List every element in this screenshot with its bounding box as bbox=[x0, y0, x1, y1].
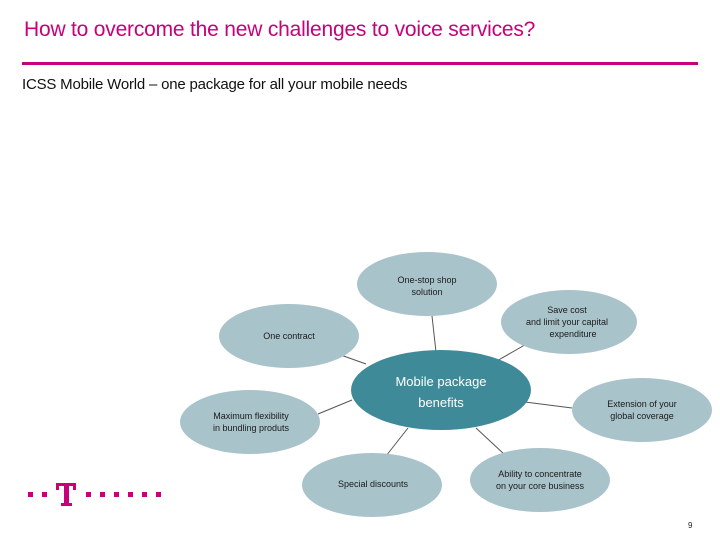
node-save-cost: Save cost and limit your capital expendi… bbox=[501, 290, 637, 354]
node-special-discounts: Special discounts bbox=[302, 453, 442, 517]
node-one-contract: One contract bbox=[219, 304, 359, 368]
node-one-stop-shop: One-stop shop solution bbox=[357, 252, 497, 316]
center-label-line: Mobile package bbox=[395, 374, 486, 389]
node-extension: Extension of your global coverage bbox=[572, 378, 712, 442]
title-divider bbox=[22, 62, 698, 65]
node-label-line: Maximum flexibility bbox=[213, 411, 289, 421]
connector-special-discounts bbox=[385, 427, 409, 457]
connector-extension bbox=[524, 401, 573, 409]
center-node: Mobile package benefits bbox=[351, 350, 531, 430]
node-label-line: solution bbox=[411, 287, 442, 297]
node-concentrate: Ability to concentrate on your core busi… bbox=[470, 448, 610, 512]
page-subtitle: ICSS Mobile World – one package for all … bbox=[22, 76, 408, 93]
page-title: How to overcome the new challenges to vo… bbox=[24, 18, 536, 41]
node-label-line: Save cost bbox=[547, 305, 587, 315]
node-label-line: One-stop shop bbox=[397, 275, 456, 285]
center-label-line: benefits bbox=[418, 395, 464, 410]
node-label-line: Ability to concentrate bbox=[498, 469, 582, 479]
connector-one-stop-shop bbox=[431, 315, 437, 353]
node-label-line: on your core business bbox=[496, 481, 585, 491]
node-label-line: One contract bbox=[263, 331, 315, 341]
connector-flexibility bbox=[317, 399, 353, 415]
page-number: 9 bbox=[688, 521, 693, 530]
node-label-line: global coverage bbox=[610, 411, 674, 421]
node-label-line: Extension of your bbox=[607, 399, 677, 409]
node-label-line: Special discounts bbox=[338, 479, 409, 489]
node-label-line: expenditure bbox=[549, 329, 596, 339]
node-flexibility: Maximum flexibility in bundling produts bbox=[180, 390, 320, 454]
node-label-line: and limit your capital bbox=[526, 317, 608, 327]
node-label-line: in bundling produts bbox=[213, 423, 290, 433]
connector-concentrate bbox=[475, 427, 506, 456]
telekom-t-logo-icon bbox=[28, 483, 161, 506]
